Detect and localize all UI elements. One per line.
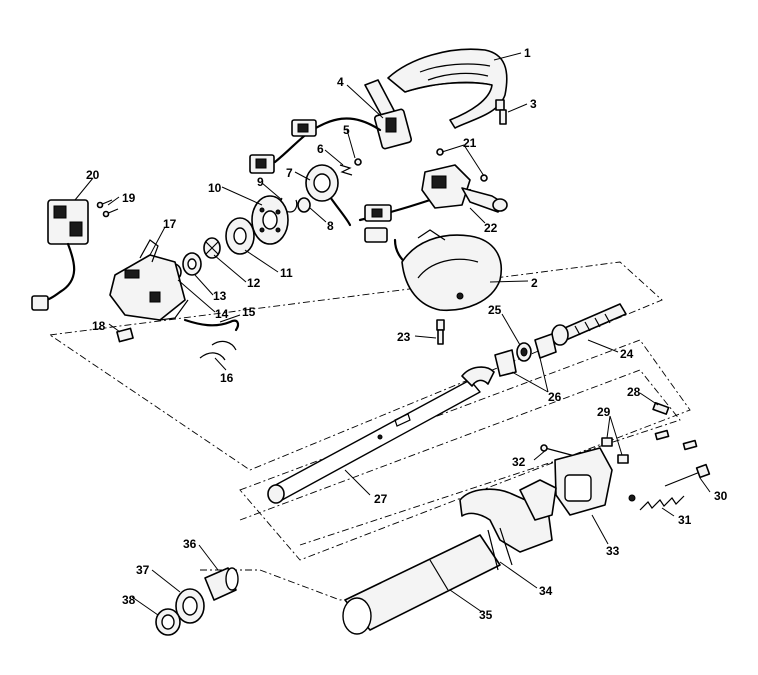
bolt-32 <box>540 444 576 457</box>
callout-37: 37 <box>136 563 150 577</box>
callout-16: 16 <box>220 371 234 385</box>
lock-housing <box>109 239 189 321</box>
callout-31: 31 <box>678 513 692 527</box>
cancelling-cam <box>225 217 255 255</box>
assembly-outline-upper <box>48 261 663 471</box>
callout-11: 11 <box>280 266 293 280</box>
lower-shroud <box>401 229 502 312</box>
callout-22: 22 <box>484 221 498 235</box>
connector-middle <box>364 204 392 243</box>
callout-27: 27 <box>374 492 388 506</box>
callout-14: 14 <box>215 307 229 321</box>
connector-upper <box>291 119 317 137</box>
callout-23: 23 <box>397 330 411 344</box>
callout-9: 9 <box>257 175 264 189</box>
column-jacket <box>342 479 557 635</box>
callout-34: 34 <box>539 584 553 598</box>
callout-12: 12 <box>247 276 261 290</box>
universal-joint <box>494 333 557 377</box>
callout-30: 30 <box>714 489 728 503</box>
callout-3: 3 <box>530 97 537 111</box>
callout-2: 2 <box>531 276 538 290</box>
lock-plate <box>251 195 289 245</box>
spring-31 <box>639 495 685 511</box>
callout-17: 17 <box>163 217 177 231</box>
clip-16 <box>199 340 237 361</box>
callout-6: 6 <box>317 142 324 156</box>
nuts-29 <box>601 429 698 464</box>
callout-35: 35 <box>479 608 493 622</box>
bearing-housing <box>554 447 636 516</box>
callout-25: 25 <box>488 303 502 317</box>
assembly-outline-tube <box>239 369 681 546</box>
bearing-12 <box>203 237 221 259</box>
washer-8 <box>297 197 311 213</box>
steering-shaft <box>551 303 627 346</box>
wiper-switch <box>421 164 508 213</box>
callout-4: 4 <box>337 75 344 89</box>
spring-13 <box>182 252 202 276</box>
wiring-harness-upper <box>273 117 382 164</box>
turn-signal-lever <box>364 79 413 150</box>
callout-26: 26 <box>548 390 562 404</box>
upper-shroud <box>387 48 508 129</box>
spring-6 <box>339 164 353 176</box>
leader-lines <box>74 52 711 616</box>
horn-contact <box>305 164 339 202</box>
assembly-outline-lower <box>239 339 691 561</box>
bushing-36 <box>204 567 239 601</box>
callout-28: 28 <box>627 385 641 399</box>
bearing-25 <box>516 342 532 362</box>
screw-5 <box>354 158 362 166</box>
callout-33: 33 <box>606 544 620 558</box>
callout-18: 18 <box>92 319 106 333</box>
retainer-18 <box>116 327 134 343</box>
callout-8: 8 <box>327 219 334 233</box>
callout-labels: 1 2 3 4 5 6 7 8 9 10 11 12 13 14 15 16 1… <box>86 46 728 622</box>
screw-3 <box>495 99 507 125</box>
callout-10: 10 <box>208 181 222 195</box>
callout-5: 5 <box>343 123 350 137</box>
connector-left <box>249 154 275 174</box>
callout-1: 1 <box>524 46 531 60</box>
callout-29: 29 <box>597 405 611 419</box>
callout-36: 36 <box>183 537 197 551</box>
ring-38 <box>155 608 181 636</box>
callout-32: 32 <box>512 455 526 469</box>
callout-24: 24 <box>620 347 634 361</box>
screw-23 <box>436 319 445 345</box>
callout-7: 7 <box>286 166 293 180</box>
screws-19 <box>96 199 119 218</box>
callout-13: 13 <box>213 289 227 303</box>
callout-15: 15 <box>242 305 256 319</box>
seal-37 <box>175 588 205 624</box>
bolt-30 <box>664 463 711 487</box>
callout-19: 19 <box>122 191 136 205</box>
lower-shaft <box>267 366 495 504</box>
callout-38: 38 <box>122 593 136 607</box>
ignition-switch <box>31 199 89 311</box>
callout-21: 21 <box>463 136 477 150</box>
callout-20: 20 <box>86 168 100 182</box>
actuator-rod <box>183 318 240 332</box>
screw-28 <box>652 401 670 415</box>
